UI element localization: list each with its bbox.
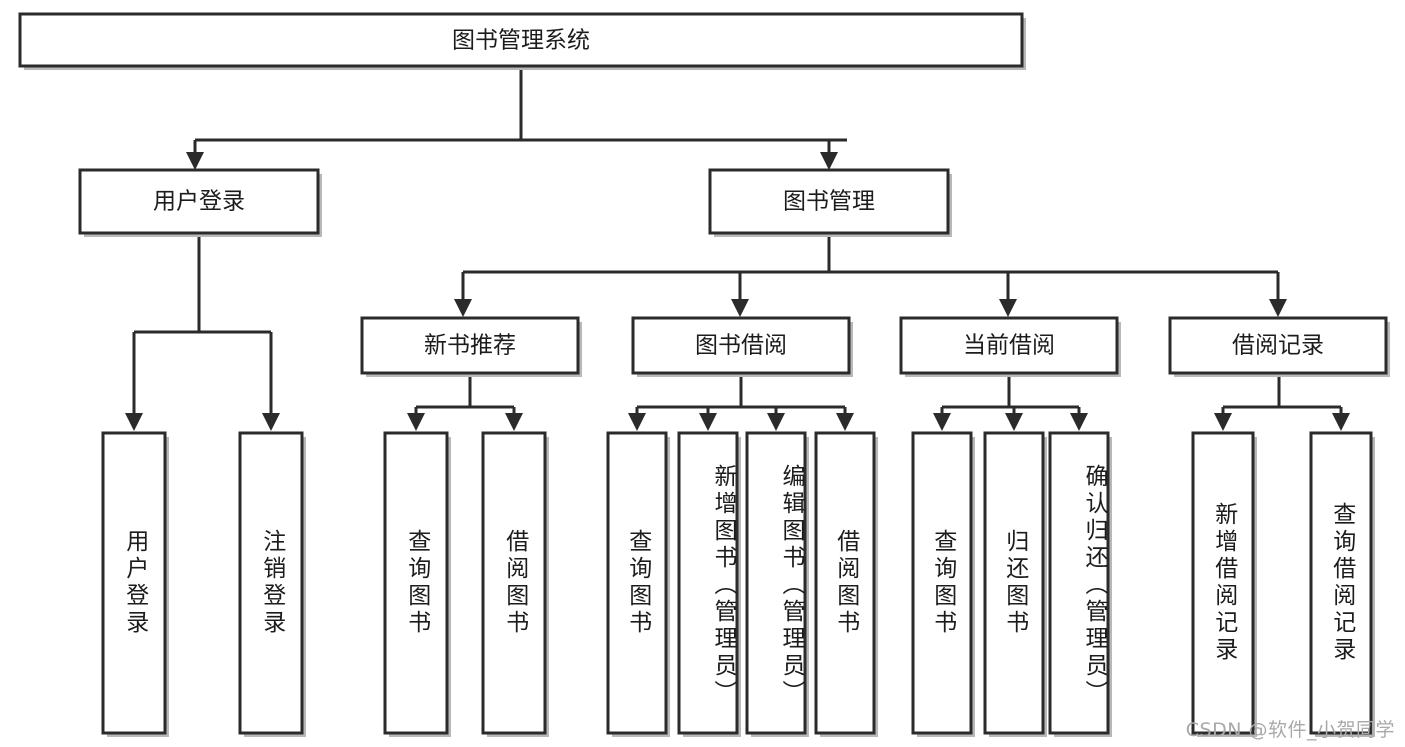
arrowhead-leaf-borrow-book-rec: [505, 413, 523, 431]
arrowhead-book-manage: [820, 152, 838, 170]
connector-group-root: [186, 66, 847, 170]
node-root[interactable]: 图书管理系统: [18, 12, 1026, 70]
arrowhead-leaf-query-book-borrow: [628, 413, 646, 431]
arrowhead-new-book-recommend: [454, 299, 472, 317]
node-current-borrow[interactable]: 当前借阅: [899, 316, 1121, 377]
arrowhead-leaf-confirm-return-admin: [1070, 413, 1088, 431]
arrowhead-leaf-query-book-current: [933, 413, 951, 431]
arrowhead-leaf-add-book-admin: [699, 413, 717, 431]
node-book-borrow[interactable]: 图书借阅: [631, 316, 853, 377]
arrowhead-leaf-query-book-rec: [407, 413, 425, 431]
arrowhead-leaf-return-book: [1005, 413, 1023, 431]
arrowhead-leaf-query-borrow-record: [1332, 413, 1350, 431]
leaf-add-book-admin-rect[interactable]: [677, 431, 739, 735]
arrowhead-leaf-user-login: [125, 413, 143, 431]
arrowhead-user-login: [186, 152, 204, 170]
node-borrow-records[interactable]: 借阅记录: [1168, 316, 1390, 377]
node-new-book-recommend-rect[interactable]: [360, 316, 580, 375]
leaf-query-book-rec-rect[interactable]: [383, 431, 449, 735]
connector-group-user-login: [125, 233, 280, 431]
arrowhead-current-borrow: [999, 299, 1017, 317]
node-book-borrow-rect[interactable]: [631, 316, 851, 375]
leaf-add-borrow-record-rect[interactable]: [1191, 431, 1255, 735]
leaf-query-borrow-record-rect[interactable]: [1309, 431, 1373, 735]
node-user-login-rect[interactable]: [78, 168, 320, 235]
node-current-borrow-label: 当前借阅: [963, 333, 1055, 359]
arrowhead-borrow-records: [1269, 299, 1287, 317]
arrowhead-leaf-edit-book-admin: [767, 413, 785, 431]
node-user-login[interactable]: 用户登录: [78, 168, 322, 237]
node-user-login-label: 用户登录: [153, 189, 245, 215]
node-borrow-records-rect[interactable]: [1168, 316, 1388, 375]
connector-group-book-borrow: [628, 373, 854, 431]
leaf-confirm-return-admin-rect[interactable]: [1048, 431, 1110, 735]
leaf-rect-group: [101, 431, 1375, 737]
node-book-borrow-label: 图书借阅: [695, 333, 787, 359]
node-borrow-records-label: 借阅记录: [1232, 333, 1324, 359]
node-book-manage-label: 图书管理: [783, 189, 875, 215]
leaf-user-login-rect[interactable]: [101, 431, 167, 735]
arrowhead-leaf-add-borrow-record: [1214, 413, 1232, 431]
leaf-query-book-current-rect[interactable]: [911, 431, 973, 735]
arrowhead-leaf-borrow-book-borrow: [836, 413, 854, 431]
connector-group-book-manage: [454, 233, 1287, 317]
node-root-label: 图书管理系统: [452, 28, 590, 54]
leaf-borrow-book-rec-rect[interactable]: [481, 431, 547, 735]
node-book-manage[interactable]: 图书管理: [708, 168, 952, 237]
csdn-watermark: CSDN @软件_小贺同学: [1185, 719, 1395, 741]
leaf-query-book-borrow-rect[interactable]: [606, 431, 668, 735]
connector-group-current-borrow: [933, 373, 1088, 431]
node-root-rect[interactable]: [18, 12, 1024, 68]
connector-group-new-book-recommend: [407, 373, 523, 431]
node-new-book-recommend[interactable]: 新书推荐: [360, 316, 582, 377]
leaf-edit-book-admin-rect[interactable]: [745, 431, 807, 735]
arrowhead-leaf-logout-login: [262, 413, 280, 431]
connector-group-borrow-records: [1214, 373, 1350, 431]
node-current-borrow-rect[interactable]: [899, 316, 1119, 375]
leaf-logout-login-rect[interactable]: [238, 431, 304, 735]
node-book-manage-rect[interactable]: [708, 168, 950, 235]
arrowhead-book-borrow: [731, 299, 749, 317]
leaf-return-book-rect[interactable]: [983, 431, 1045, 735]
node-new-book-recommend-label: 新书推荐: [424, 333, 516, 359]
leaf-borrow-book-borrow-rect[interactable]: [814, 431, 876, 735]
